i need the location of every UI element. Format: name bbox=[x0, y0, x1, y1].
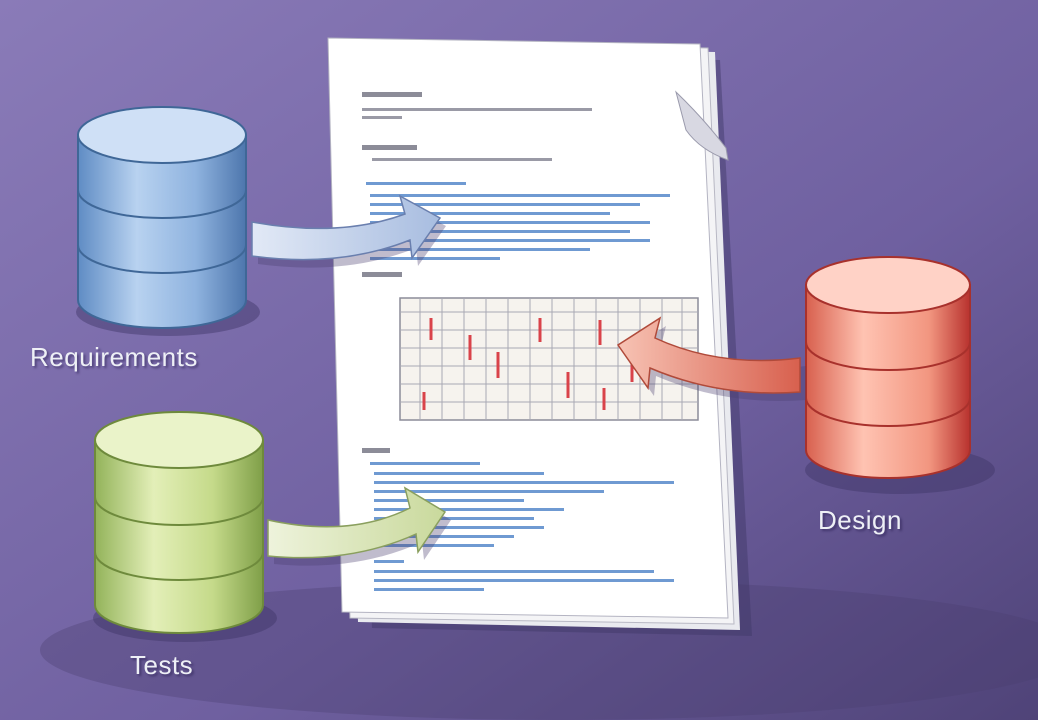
tests-label: Tests bbox=[130, 650, 194, 680]
tests-database-icon bbox=[93, 411, 277, 642]
document-icon bbox=[327, 37, 752, 636]
requirements-arrow-icon bbox=[251, 194, 446, 268]
design-arrow-icon bbox=[616, 316, 806, 401]
requirements-database-icon bbox=[76, 106, 260, 336]
tests-arrow-icon bbox=[267, 486, 451, 566]
design-label: Design bbox=[818, 505, 902, 535]
requirements-label: Requirements bbox=[30, 342, 198, 372]
floor-shadow bbox=[40, 580, 1038, 720]
design-database-icon bbox=[805, 256, 995, 494]
